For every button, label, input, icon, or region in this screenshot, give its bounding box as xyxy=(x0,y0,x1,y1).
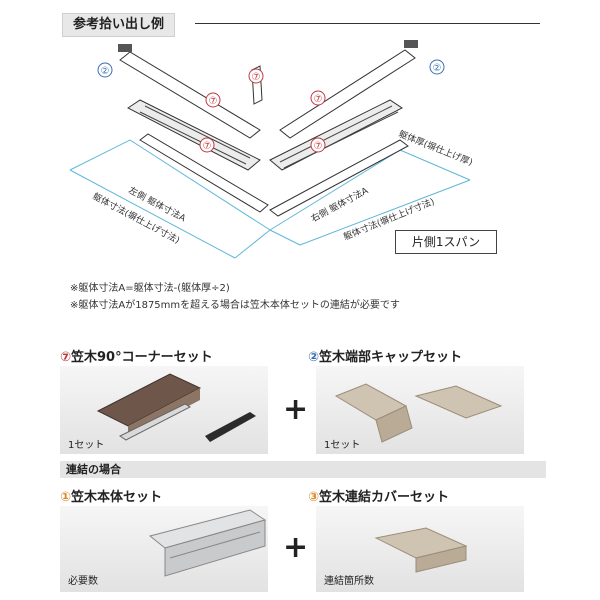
end-cap-set-panel xyxy=(316,366,524,454)
svg-text:⑦: ⑦ xyxy=(314,141,323,152)
cover-set-panel xyxy=(316,506,524,592)
corner-set-name: 笠木90°コーナーセット xyxy=(71,350,213,365)
cover-set-name: 笠木連結カバーセット xyxy=(319,490,450,505)
cover-set-illustration xyxy=(374,527,468,573)
section-header-tag: 参考拾い出し例 xyxy=(62,13,176,37)
end-cap-set-illustration xyxy=(334,383,503,443)
end-cap-set-qty: 1セット xyxy=(324,440,361,451)
left-end-cap xyxy=(118,44,132,52)
left-wall xyxy=(139,133,269,213)
callout-7-right-body: ⑦ xyxy=(310,137,326,153)
end-cap-set-number: ② xyxy=(308,350,320,365)
layout-diagram: ② ② ⑦ ⑦ ⑦ ⑦ ⑦ 左側 躯体寸法A 躯体寸法(塀仕上げ寸法) 右側 躯… xyxy=(69,40,475,259)
plus-sign-bottom: + xyxy=(283,530,309,565)
callout-2-left: ② xyxy=(97,62,113,78)
left-rail-top xyxy=(119,51,261,139)
end-cap-set-name: 笠木端部キャップセット xyxy=(319,350,463,365)
svg-text:⑦: ⑦ xyxy=(252,72,261,83)
left-dimension-lines xyxy=(69,139,271,259)
body-set-name: 笠木本体セット xyxy=(71,490,163,505)
callout-2-right: ② xyxy=(429,59,445,75)
right-rail-top xyxy=(279,49,416,139)
right-wall xyxy=(269,139,409,217)
cover-set-qty: 連結箇所数 xyxy=(324,576,374,587)
connection-case-label: 連結の場合 xyxy=(60,461,546,478)
corner-set-illustration xyxy=(96,373,256,442)
note-1: ※躯体寸法A=躯体寸法-(躯体厚÷2) xyxy=(70,283,230,294)
svg-text:⑦: ⑦ xyxy=(203,141,212,152)
svg-text:⑦: ⑦ xyxy=(314,94,323,105)
right-rail-ribs xyxy=(279,105,399,169)
left-rail-ribs xyxy=(139,105,251,165)
callout-7-left-body: ⑦ xyxy=(199,137,215,153)
corner-set-qty: 1セット xyxy=(68,440,105,451)
corner-set-number: ⑦ xyxy=(60,350,72,365)
cover-set-title: ③笠木連結カバーセット xyxy=(308,486,449,505)
callout-7-right-top: ⑦ xyxy=(310,90,326,106)
cover-set-number: ③ xyxy=(308,490,320,505)
body-set-qty: 必要数 xyxy=(68,576,98,587)
corner-set-panel xyxy=(60,366,268,454)
plus-sign-top: + xyxy=(283,392,309,427)
callout-7-left-top: ⑦ xyxy=(205,92,221,108)
note-2: ※躯体寸法Aが1875mmを超える場合は笠木本体セットの連結が必要です xyxy=(70,300,400,311)
body-set-number: ① xyxy=(60,490,72,505)
right-end-cap xyxy=(404,40,418,48)
svg-text:⑦: ⑦ xyxy=(209,96,218,107)
svg-text:②: ② xyxy=(433,63,442,74)
body-set-panel xyxy=(60,506,268,592)
span-label-box: 片側1スパン xyxy=(395,230,497,254)
svg-text:②: ② xyxy=(101,66,110,77)
callout-7-corner: ⑦ xyxy=(248,68,264,84)
end-cap-set-title: ②笠木端部キャップセット xyxy=(308,346,462,365)
header-rule xyxy=(195,23,540,24)
body-set-title: ①笠木本体セット xyxy=(60,486,162,505)
corner-set-title: ⑦笠木90°コーナーセット xyxy=(60,346,213,365)
body-set-illustration xyxy=(148,509,267,577)
thickness-label: 躯体厚(塀仕上げ厚) xyxy=(397,128,475,169)
right-dimension-lines xyxy=(269,149,471,246)
